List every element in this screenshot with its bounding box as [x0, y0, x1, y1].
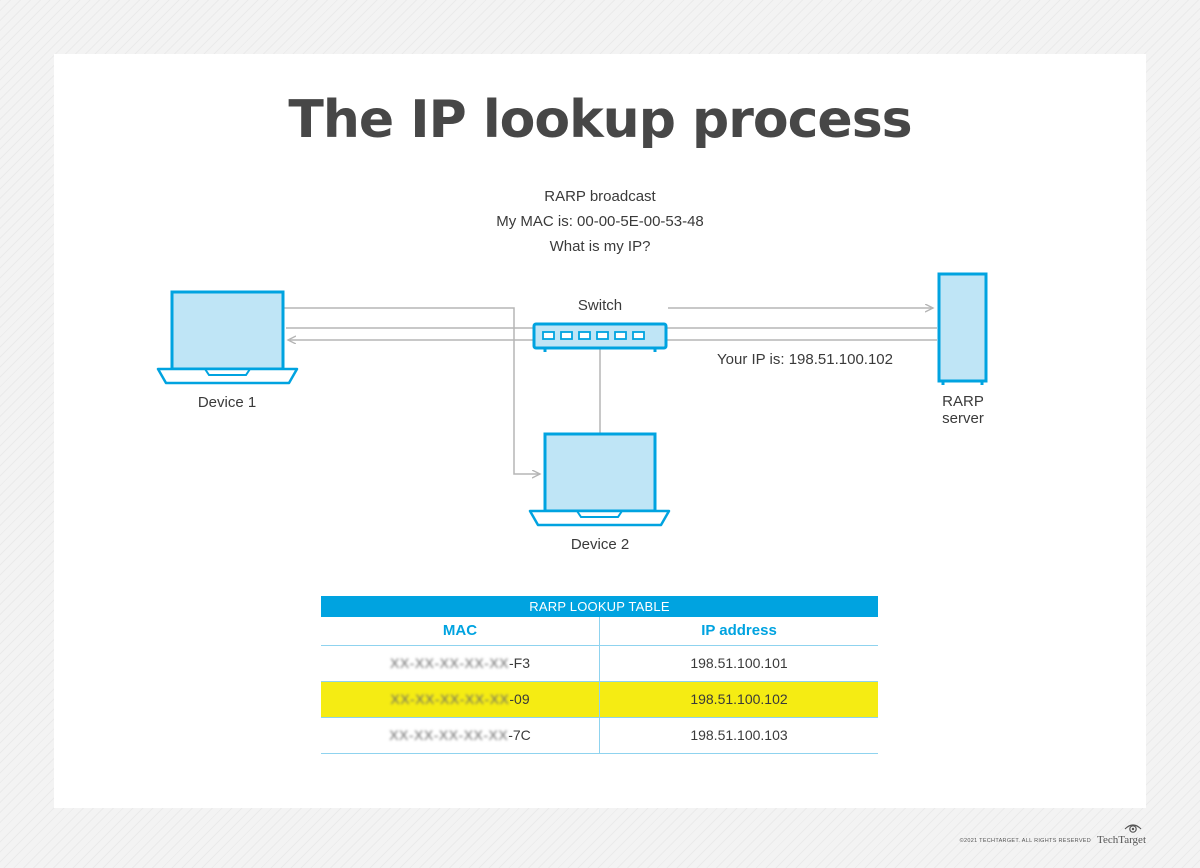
- mac-masked: XX-XX-XX-XX-XX: [390, 691, 510, 707]
- mac-suffix: -7C: [508, 727, 531, 743]
- page-title: The IP lookup process: [288, 90, 912, 150]
- mac-cell: XX-XX-XX-XX-XX-7C: [321, 718, 599, 753]
- rarp-lookup-table: RARP LOOKUP TABLE MAC IP address XX-XX-X…: [321, 596, 878, 754]
- table-row: XX-XX-XX-XX-XX-F3 198.51.100.101: [321, 646, 878, 682]
- laptop-icon-device-2: [528, 432, 671, 527]
- mac-suffix: -F3: [509, 655, 531, 671]
- laptop-icon-device-1: [156, 290, 299, 385]
- broadcast-path-device2: [284, 307, 540, 474]
- ip-cell: 198.51.100.101: [599, 646, 878, 681]
- server-label-line-1: RARP: [942, 393, 984, 410]
- table-row-highlighted: XX-XX-XX-XX-XX-09 198.51.100.102: [321, 682, 878, 718]
- ip-cell: 198.51.100.103: [599, 718, 878, 753]
- table-title: RARP LOOKUP TABLE: [321, 596, 878, 617]
- techtarget-logo: TechTarget: [1097, 822, 1146, 846]
- device-1-label: Device 1: [197, 394, 257, 411]
- broadcast-line-1: RARP broadcast: [544, 188, 656, 205]
- switch-icon: [532, 322, 668, 352]
- footer: ©2021 TECHTARGET. ALL RIGHTS RESERVED Te…: [960, 822, 1146, 846]
- eye-icon: [1124, 824, 1142, 833]
- mac-cell: XX-XX-XX-XX-XX-09: [321, 682, 599, 717]
- switch-label: Switch: [577, 297, 623, 314]
- broadcast-line-2: My MAC is: 00-00-5E-00-53-48: [496, 213, 704, 230]
- mac-masked: XX-XX-XX-XX-XX: [389, 655, 510, 671]
- brand-name: TechTarget: [1097, 834, 1146, 846]
- server-icon: [937, 272, 988, 385]
- copyright-text: ©2021 TECHTARGET. ALL RIGHTS RESERVED: [959, 838, 1092, 844]
- ip-cell: 198.51.100.102: [599, 682, 878, 717]
- column-header-mac: MAC: [442, 622, 478, 639]
- mac-masked: XX-XX-XX-XX-XX: [389, 727, 509, 743]
- ip-reply-label: Your IP is: 198.51.100.102: [717, 351, 893, 368]
- column-header-ip: IP address: [599, 617, 878, 645]
- server-label: RARP server: [913, 393, 1013, 427]
- mac-cell: XX-XX-XX-XX-XX-F3: [321, 646, 599, 681]
- device-2-label: Device 2: [570, 536, 630, 553]
- mac-suffix: -09: [509, 691, 530, 707]
- table-header-row: MAC IP address: [321, 617, 878, 646]
- server-label-line-2: server: [942, 410, 984, 427]
- broadcast-line-3: What is my IP?: [549, 238, 651, 255]
- table-row: XX-XX-XX-XX-XX-7C 198.51.100.103: [321, 718, 878, 754]
